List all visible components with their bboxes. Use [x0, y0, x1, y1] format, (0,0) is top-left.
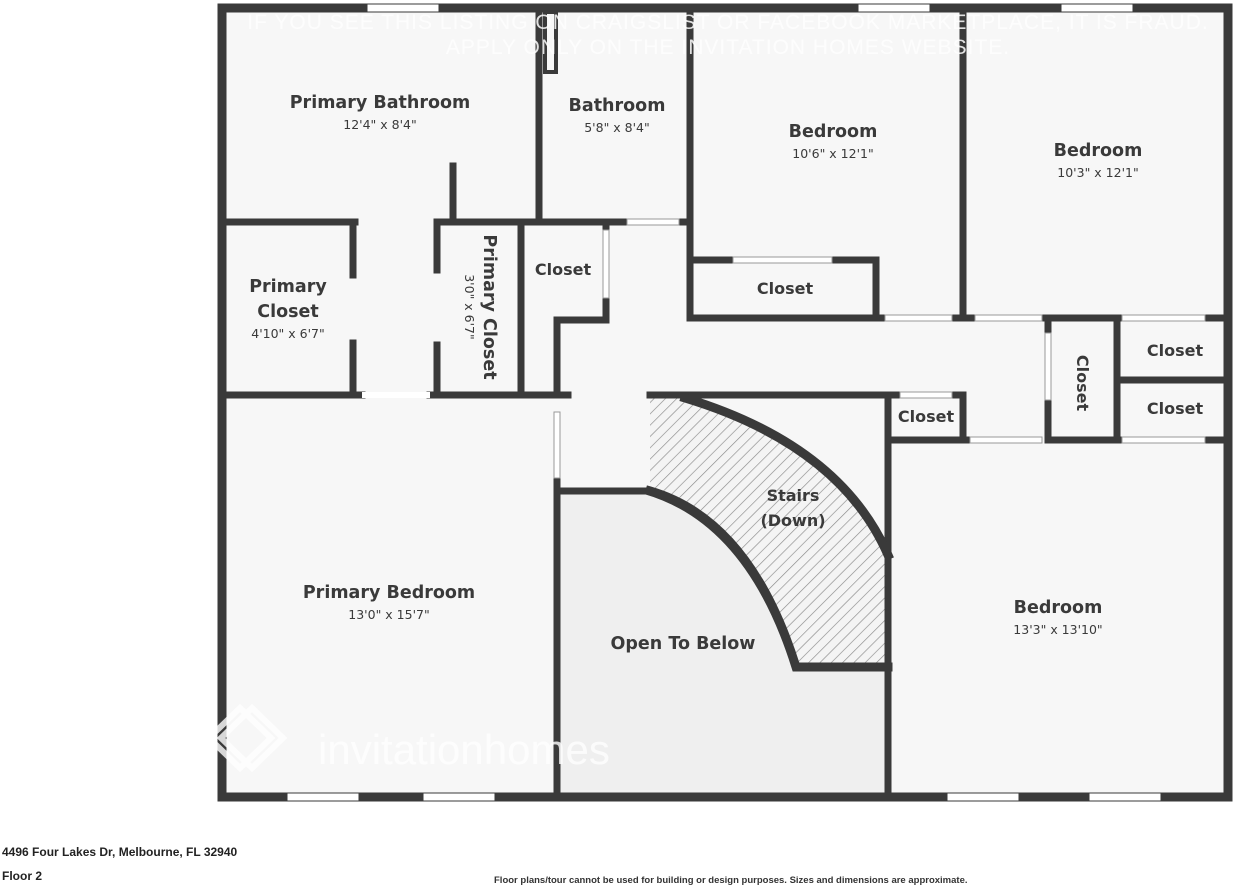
primary-closet-2-label: Primary Closet 3'0" x 6'7": [462, 234, 499, 379]
window: [422, 792, 496, 802]
bedroom-1-dim: 10'6" x 12'1": [792, 146, 873, 161]
window: [857, 3, 931, 13]
property-address: 4496 Four Lakes Dr, Melbourne, FL 32940: [2, 845, 238, 859]
walls: [217, 3, 1233, 802]
fraud-warning-line-2: APPLY ONLY ON THE INVITATION HOMES WEBSI…: [446, 36, 1010, 59]
open-to-below-area: [559, 491, 888, 794]
closet-e-name: Closet: [898, 407, 955, 426]
window: [286, 792, 360, 802]
primary-closet-1-name-line-1: Primary: [249, 277, 327, 297]
primary-bedroom-name: Primary Bedroom: [303, 583, 475, 603]
doorway: [732, 256, 833, 264]
doorway: [553, 411, 561, 479]
doorway: [362, 392, 430, 398]
bedroom-3-name: Bedroom: [1014, 598, 1103, 618]
bathroom-dim: 5'8" x 8'4": [584, 120, 650, 135]
disclaimer: Floor plans/tour cannot be used for buil…: [494, 875, 968, 886]
floor-label: Floor 2: [2, 869, 43, 883]
closet-a-name: Closet: [535, 260, 592, 279]
primary-closet-2-name: Primary Closet: [479, 234, 499, 379]
primary-bedroom-dim: 13'0" x 15'7": [348, 607, 429, 622]
open-to-below-name: Open To Below: [611, 634, 756, 654]
closet-d-name: Closet: [1147, 399, 1204, 418]
closet-f-name: Closet: [1073, 355, 1092, 412]
doorway: [1121, 436, 1206, 444]
primary-bathroom-name: Primary Bathroom: [290, 93, 471, 113]
doorway: [884, 314, 953, 322]
closet-c-name: Closet: [1147, 341, 1204, 360]
bedroom-2-dim: 10'3" x 12'1": [1057, 165, 1138, 180]
watermark-text: invitationhomes: [318, 726, 610, 773]
invitation-homes-logo: [204, 703, 288, 773]
window: [1088, 792, 1162, 802]
window: [366, 3, 440, 13]
window: [946, 792, 1020, 802]
stairs-area: [650, 398, 888, 664]
primary-closet-2-dim: 3'0" x 6'7": [462, 274, 477, 340]
doorway: [974, 314, 1043, 322]
fraud-warning-line-1: IF YOU SEE THIS LISTING ON CRAIGSLIST OR…: [247, 11, 1208, 34]
bedroom-1-name: Bedroom: [789, 122, 878, 142]
doorway: [969, 436, 1043, 444]
doorway: [899, 391, 953, 399]
windows: [286, 3, 1206, 802]
closet-b-name: Closet: [757, 279, 814, 298]
stairs-name-line-2: (Down): [760, 511, 825, 530]
stairs-name-line-1: Stairs: [767, 486, 820, 505]
doorway: [602, 229, 610, 299]
doorway: [626, 218, 680, 226]
window: [1060, 3, 1134, 13]
bathroom-name: Bathroom: [569, 96, 666, 116]
bedroom-3-dim: 13'3" x 13'10": [1013, 622, 1102, 637]
primary-closet-1-dim: 4'10" x 6'7": [251, 326, 324, 341]
primary-closet-1-name-line-2: Closet: [257, 302, 319, 322]
doorway: [1044, 332, 1052, 401]
primary-bathroom-dim: 12'4" x 8'4": [343, 117, 416, 132]
doorway: [1121, 314, 1206, 322]
bedroom-2-name: Bedroom: [1054, 141, 1143, 161]
